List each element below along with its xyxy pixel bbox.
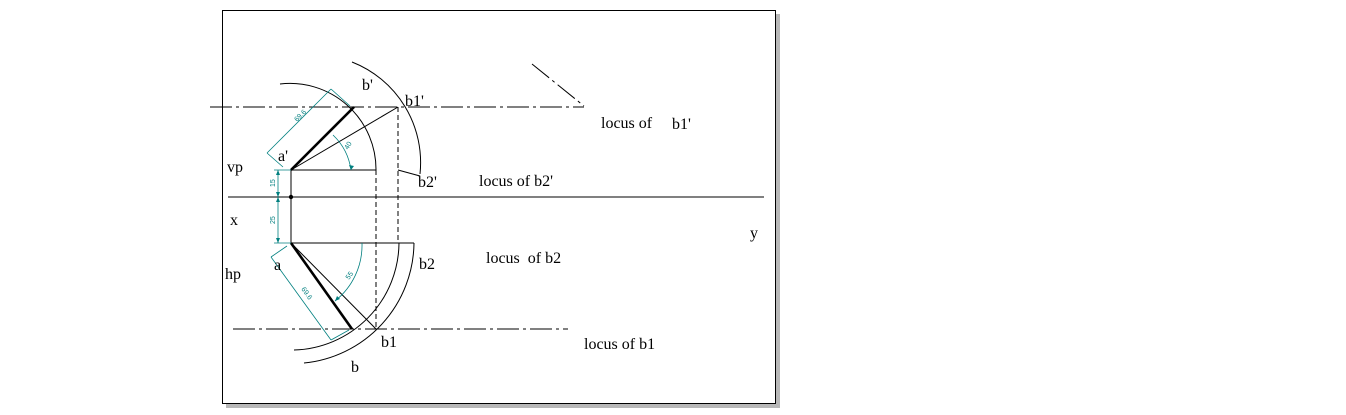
label-b-prime: b' <box>362 77 373 94</box>
line-ap-b1p <box>290 106 399 171</box>
arc-front-b1p <box>351 61 422 175</box>
label-hp: hp <box>225 266 241 283</box>
label-b2-prime: b2' <box>418 174 437 191</box>
true-length-front <box>290 106 355 171</box>
arc-tail-b2p <box>397 169 421 177</box>
locus-b1-prime-text: locus of <box>601 115 653 132</box>
true-length-top <box>289 242 354 330</box>
label-a: a <box>274 257 281 274</box>
line-a-b1 <box>290 242 377 330</box>
drawing-frame <box>222 10 776 404</box>
dim-angle-top-text: 55 <box>345 271 355 281</box>
label-x: x <box>230 212 238 229</box>
label-vp: vp <box>227 159 243 176</box>
locus-b2-prime-text: locus of b2' <box>479 173 553 190</box>
dim-15-text: 15 <box>270 179 277 187</box>
label-b1: b1 <box>381 334 397 351</box>
dim-angle-front-text: 40 <box>344 141 354 151</box>
dim-tl-front-text: 69.6 <box>293 109 308 124</box>
dim-angle-top-arc <box>334 242 363 302</box>
arc-front-tl <box>279 82 377 171</box>
label-b1-prime: b1' <box>405 93 424 110</box>
arc-top-b1 <box>303 242 415 364</box>
dim-tl-front-line <box>266 88 332 154</box>
label-b2: b2 <box>419 256 435 273</box>
dim-tl-top-line <box>270 256 332 341</box>
locus-b1-text: locus of b1 <box>584 336 655 353</box>
dim-25-text: 25 <box>270 216 277 224</box>
locus-b1-prime-point: b1' <box>672 116 691 133</box>
label-a-prime: a' <box>278 148 288 165</box>
label-b: b <box>351 359 359 376</box>
locus-b2-text: locus of b2 <box>486 250 561 267</box>
arc-top-b2 <box>293 242 400 351</box>
xy-point <box>288 194 294 200</box>
label-y: y <box>750 225 758 242</box>
chain-diagonal <box>531 63 585 107</box>
